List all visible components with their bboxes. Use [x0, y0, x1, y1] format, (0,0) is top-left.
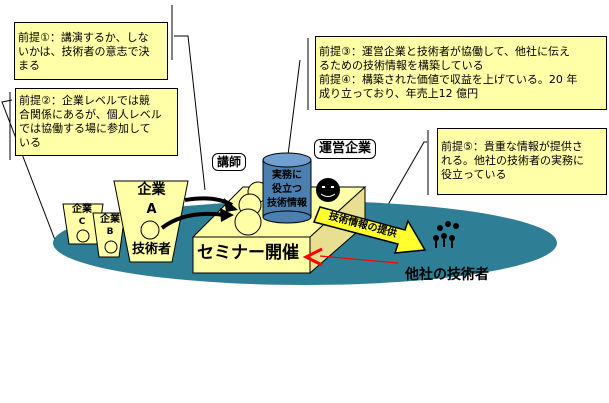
database-cylinder [262, 159, 312, 218]
smiley-icon [104, 240, 118, 254]
note-line: 前提③：運営企業と技術者が協働して、他社に伝え [319, 45, 570, 58]
note-line: るための技術情報を構築している [319, 59, 484, 72]
seminar-label: セミナー開催 [197, 243, 299, 263]
note-line: いる [19, 136, 41, 149]
premise-1-note: 前提①：講演するか、しな いかは、技術者の意志で決 まる [14, 22, 168, 80]
callout-line [287, 59, 301, 156]
note-line: 成り立っており、年売上12 億円 [319, 87, 479, 100]
callout-line [1, 99, 56, 241]
company-b-name: 企業 [100, 214, 120, 225]
company-a-role: 技術者 [131, 242, 171, 257]
db-line: 技術情報 [267, 198, 307, 209]
lecturer-bubble: 講師 [212, 153, 247, 172]
db-line: 役立つ [272, 184, 302, 195]
company-b-letter: B [106, 227, 114, 237]
note-line: 前提①：講演するか、しな [18, 31, 149, 44]
note-line: 前提②：企業レベルでは競 [19, 94, 150, 107]
operator-face-icon [316, 178, 340, 202]
callout-line [174, 35, 206, 191]
note-line: れる。他社の技術者の実務に [441, 154, 584, 167]
company-a-name: 企業 [137, 182, 166, 198]
callout-line [384, 141, 427, 211]
red-arrow [319, 255, 399, 264]
note-line: 合関係にあるが、個人レベル [19, 108, 162, 121]
company-a-letter: A [146, 202, 157, 217]
note-line: まる [18, 59, 40, 72]
premise-5-note: 前提⑤：貴重な情報が提供さ れる。他社の技術者の実務に 役立っている [437, 128, 607, 195]
lecturer-face-icon [234, 208, 262, 236]
note-line: 前提⑤：貴重な情報が提供さ [441, 140, 583, 153]
premise-3-4-note: 前提③：運営企業と技術者が協働して、他社に伝え るための技術情報を構築している … [315, 36, 607, 110]
company-c-letter: C [78, 217, 86, 227]
company-c-name: 企業 [72, 204, 92, 215]
smiley-icon [76, 229, 90, 243]
smiley-icon [140, 220, 160, 240]
note-line: では協働する場に参加して [19, 122, 151, 135]
note-line: 前提④：構築された価値で収益を上げている。20 年 [319, 73, 578, 86]
operator-bubble: 運営企業 [314, 139, 377, 159]
db-line: 実務に [272, 170, 302, 181]
note-line: 役立っている [441, 168, 507, 181]
info-provision-arrow [312, 206, 427, 254]
people-icon [433, 221, 459, 248]
premise-2-note: 前提②：企業レベルでは競 合関係にあるが、個人レベル では協働する場に参加して … [15, 88, 178, 156]
database-label: 実務に 役立つ 技術情報 [262, 169, 312, 211]
note-line: いかは、技術者の意志で決 [18, 45, 150, 58]
other-engineers-label: 他社の技術者 [405, 267, 489, 283]
arrow-icon [160, 211, 226, 230]
